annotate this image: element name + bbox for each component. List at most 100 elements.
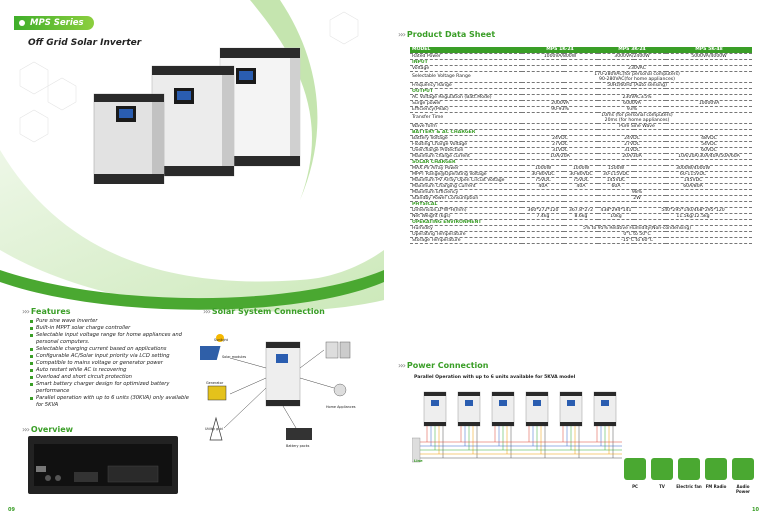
feature-item: Selectable input voltage range for home … <box>30 332 190 346</box>
series-badge: MPS Series <box>14 16 94 30</box>
electric-fan-icon <box>678 458 700 480</box>
spec-label: Selectable Voltage Range <box>410 71 522 83</box>
spec-value: 20A/30A <box>598 153 666 160</box>
spec-value: 54VDC <box>666 141 752 148</box>
label-sunlight: Sunlight <box>214 338 228 342</box>
inverter-product-image <box>93 47 301 184</box>
line-label: Line <box>414 459 423 463</box>
spec-label: OUTPUT <box>410 88 752 95</box>
computer-icon <box>325 341 339 359</box>
features-title: ›››Features <box>22 307 71 316</box>
spec-label: Maximum PV Array Open Circuit Voltage <box>410 177 522 184</box>
chevron-icon: ››› <box>22 425 30 434</box>
inverter-large <box>219 47 301 167</box>
inverter-icon <box>265 341 301 407</box>
left-page-number: 09 <box>8 507 15 513</box>
label-generator: Generator <box>206 381 224 385</box>
appliance-label: FM Radio <box>705 484 727 489</box>
spec-value: 24VDC <box>598 135 666 142</box>
label-battery-packs: Battery packs <box>286 444 310 448</box>
overview-image <box>28 436 178 494</box>
solar-system-diagram <box>200 334 351 441</box>
feature-item: Selectable charging current based on app… <box>30 346 190 353</box>
spec-value: 1000W <box>564 165 598 172</box>
spec-value: 75VDC <box>522 177 564 184</box>
spec-value: 7.4kg <box>522 213 564 220</box>
spec-value: 540*295*140/468*295*120 <box>634 207 752 214</box>
appliance-label: PC <box>632 484 638 489</box>
parallel-inverter-unit <box>559 391 583 458</box>
spec-label: AC Voltage Regulation (Batt.Mode) <box>410 94 522 101</box>
feature-item: Compatible to mains voltage or generator… <box>30 360 190 367</box>
spec-value: 1500W <box>598 165 634 172</box>
utility-tower-icon <box>209 416 223 441</box>
spec-value: Pure Sine Wave <box>522 123 752 130</box>
spec-value: 230VAC <box>522 65 752 72</box>
solar-panel-icon <box>200 346 221 360</box>
appliance-label: Electric fan <box>676 484 702 489</box>
spec-row: Storage Temperature-15°C to 60°C <box>410 237 752 244</box>
power-connection-subtitle: Parallel Operation with up to 6 units av… <box>414 375 576 380</box>
fan-icon <box>333 383 347 397</box>
spec-label: Battery Voltage <box>410 135 522 142</box>
spec-row: BATTERY & AC CHARGER <box>410 129 752 136</box>
appliance-label: Audio Power <box>735 484 751 494</box>
spec-label: Wave form <box>410 123 522 130</box>
spec-label: Rated Power <box>410 53 522 60</box>
spec-value: 3000W/4000W <box>634 165 752 172</box>
header-model: MODEL <box>410 47 522 54</box>
spec-value: 60-115VDC <box>634 171 752 178</box>
spec-value: 6000VA <box>598 100 666 107</box>
spec-value: 230VAC±5% <box>522 94 752 101</box>
appliance-label: TV <box>659 484 665 489</box>
spec-label: Maximum Efficiency <box>410 189 522 196</box>
label-utility-grid: Utility grid <box>205 427 223 431</box>
spec-label: Overcharge Protection <box>410 147 522 154</box>
inverter-medium <box>151 65 235 177</box>
parallel-inverter-unit <box>423 391 447 458</box>
feature-item: Auto restart while AC is recovering <box>30 367 190 374</box>
breaker-icon <box>412 437 421 463</box>
spec-label: Humidity <box>410 225 522 232</box>
spec-value: 27VDC <box>598 141 666 148</box>
spec-label: INPUT <box>410 59 752 66</box>
product-title: Off Grid Solar Inverter <box>28 38 142 48</box>
label-home-appliances: Home Appliances <box>326 405 356 409</box>
spec-value: 93% <box>598 106 666 113</box>
header-mps1k: MPS 1K-24 <box>522 47 598 54</box>
header-mps5k: MPS 5K-48 <box>666 47 752 54</box>
chevron-icon: ››› <box>203 307 211 316</box>
spec-value: 30-115VDC <box>598 171 634 178</box>
spec-label: PHYSICAL <box>410 201 752 208</box>
data-sheet-title-text: Product Data Sheet <box>406 30 496 39</box>
right-page-number: 10 <box>752 507 759 513</box>
feature-item: Smart battery charger design for optimiz… <box>30 381 190 395</box>
data-sheet-title: ›››Product Data Sheet <box>398 30 495 39</box>
parallel-inverter-unit <box>525 391 549 458</box>
right-page: ›››Product Data Sheet MODEL MPS 1K-24 MP… <box>384 0 768 521</box>
header-mps3k: MPS 3K-24 <box>598 47 666 54</box>
spec-value: 8.6kg <box>564 213 598 220</box>
spec-value: 10A/20A <box>522 153 598 160</box>
spec-label: MAX.PV Array Power <box>410 165 522 172</box>
feature-item: Configurable AC/Solar input priority via… <box>30 353 190 360</box>
feature-item: Pure sine wave inverter <box>30 318 190 325</box>
spec-label: MPPT Range@Operating Voltage <box>410 171 522 178</box>
overview-title: ›››Overview <box>22 425 73 434</box>
spec-label: Maximum charge current <box>410 153 522 160</box>
spec-value-line: 90-280VAC(for home appliances) <box>599 76 675 82</box>
chevron-icon: ››› <box>398 30 406 39</box>
feature-item: Built-in MPPT solar charge controller <box>30 325 190 332</box>
